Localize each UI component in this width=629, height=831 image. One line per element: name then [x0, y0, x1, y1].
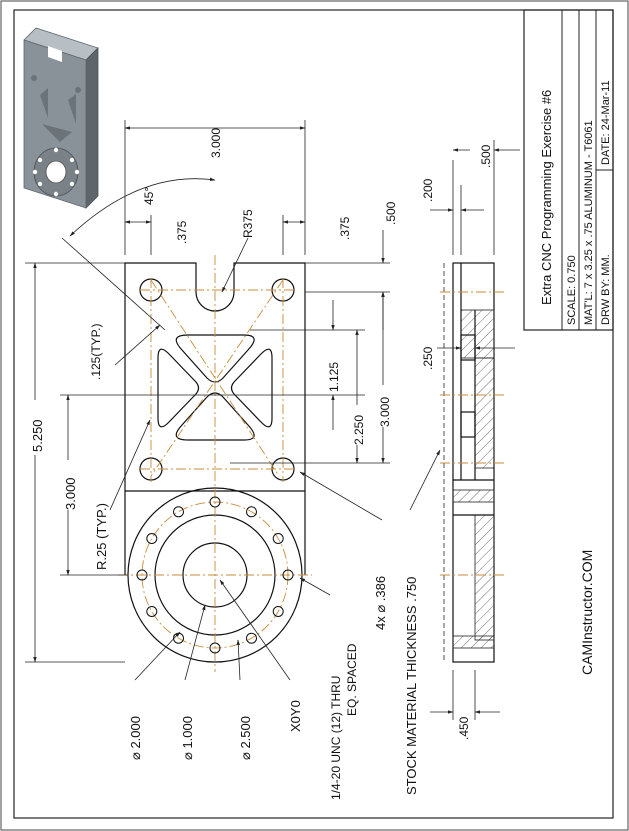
date-label: DATE: 24-Mar-11: [600, 80, 612, 165]
dim-width: 3.000: [209, 128, 223, 158]
bolt-hole: [282, 569, 294, 581]
dim-pocket-center: 1.125: [327, 362, 341, 392]
scale-label: SCALE: 0.750: [566, 255, 578, 325]
dim-slot-radius: R375: [241, 209, 255, 238]
brand-label: CAMInstructor.COM: [579, 550, 595, 675]
dim-bottom-offset: .450: [457, 716, 471, 740]
bolt-hole: [146, 606, 158, 617]
origin-label: X0Y0: [288, 700, 303, 732]
drawing-title: Extra CNC Programming Exercise #6: [539, 90, 554, 305]
dim-pocket-depth: .250: [421, 346, 435, 370]
bolt-hole: [209, 496, 221, 508]
bolt-hole: [136, 569, 148, 581]
dim-corner-radius: R.25 (TYP.): [94, 503, 109, 570]
dim-edge-offset-top: .500: [384, 201, 398, 225]
dim-hole-callout: 4x ⌀ .386: [373, 576, 388, 630]
dim-chamfer: .125(TYP.): [89, 324, 103, 380]
dim-vertical-span: 3.000: [378, 397, 392, 427]
bolt-hole: [173, 506, 184, 518]
dim-angle: 45°: [142, 187, 156, 205]
dim-bolt-circle-outer: ⌀ 2.000: [128, 716, 143, 760]
stock-thickness-label: STOCK MATERIAL THICKNESS .750: [404, 577, 419, 795]
dim-pocket-span: 2.250: [352, 415, 366, 445]
dim-slot-offset-left: .375: [175, 220, 189, 244]
bolt-hole: [209, 642, 221, 654]
bolt-hole: [272, 533, 284, 544]
bolt-hole: [272, 606, 284, 617]
thread-callout-line2: EQ. SPACED: [345, 643, 359, 716]
side-section-view: .200 .500 .250 .450: [421, 140, 520, 740]
plate-top-view: [118, 255, 312, 672]
dim-slot-offset-right: .375: [338, 216, 352, 240]
inner-border: [13, 9, 614, 819]
material-label: MAT'L: 7 x 3.25 x .75 ALUMINUM - T6061: [583, 120, 595, 325]
part-3d-preview: [23, 27, 99, 209]
dim-bolt-circle: ⌀ 2.500: [238, 716, 253, 760]
dim-bore: ⌀ 1.000: [180, 716, 195, 760]
dim-hole-spacing: 3.000: [63, 477, 78, 510]
bolt-hole: [146, 533, 158, 544]
dim-edge-offset: .500: [479, 144, 493, 168]
bolt-hole: [246, 632, 257, 644]
dim-step-depth: .200: [421, 178, 435, 202]
drawn-by-label: DRW BY: MM.: [600, 254, 612, 325]
top-view-dimensions: 3.000 .375 .375 R375 45° .125(TYP.) .500…: [25, 120, 441, 800]
title-block: Extra CNC Programming Exercise #6 SCALE:…: [523, 9, 614, 331]
bolt-hole: [246, 506, 257, 518]
thread-callout-line1: 1/4-20 UNC (12) THRU: [329, 676, 343, 800]
dim-overall-length: 5.250: [30, 419, 45, 452]
